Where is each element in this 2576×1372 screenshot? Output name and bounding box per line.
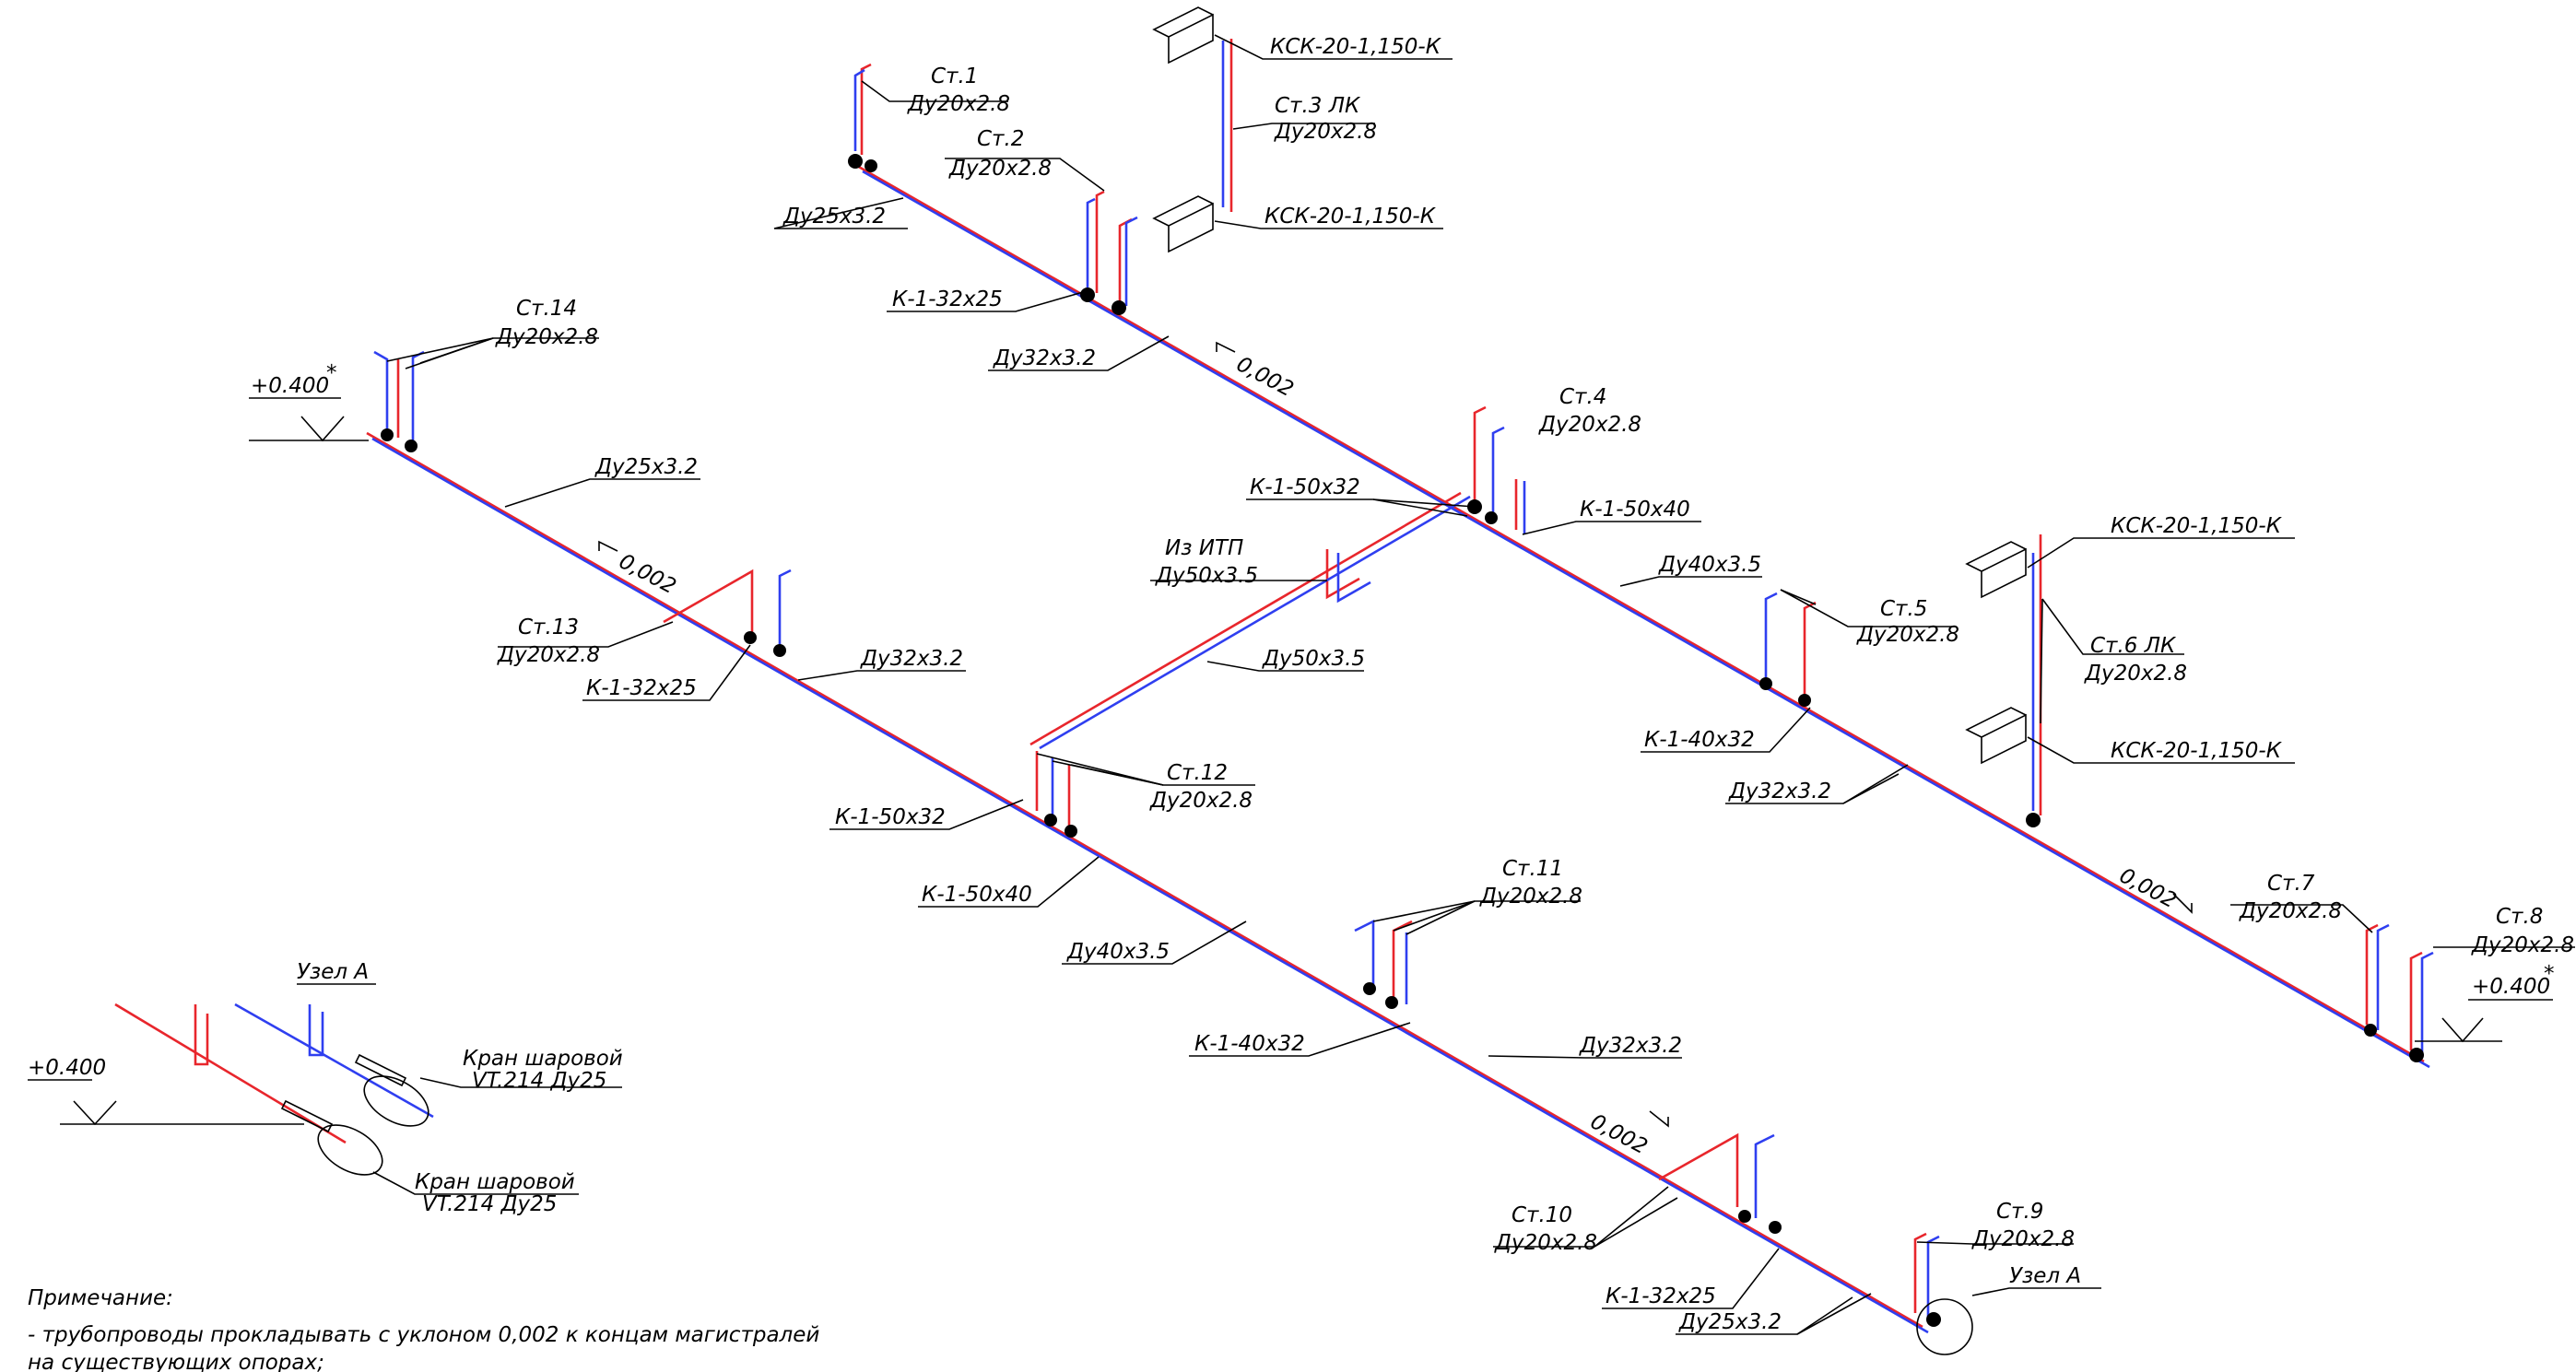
riser-st1-name: Ст.1 xyxy=(931,64,978,88)
riser-st6-dim: Ду20х2.8 xyxy=(2084,662,2187,686)
node-a-label: Узел А xyxy=(2009,1264,2081,1288)
convector-right2: КСК-20-1,150-К xyxy=(2111,739,2283,763)
riser-st8-name: Ст.8 xyxy=(2496,905,2543,929)
pipe-du25-left: Ду25х3.2 xyxy=(594,455,698,479)
valve1-line2: VT.214 Ду25 xyxy=(472,1069,606,1093)
pipe-k150x32-center: К-1-50х32 xyxy=(1250,475,1360,499)
pipe-du25-top: Ду25х3.2 xyxy=(782,205,886,229)
pipe-du50-center: Ду50х3.5 xyxy=(1262,647,1365,671)
riser-st14-name: Ст.14 xyxy=(516,297,577,321)
elevation-detail: +0.400 xyxy=(28,1056,106,1080)
riser-st5-name: Ст.5 xyxy=(1880,597,1927,621)
valve2-line2: VT.214 Ду25 xyxy=(422,1192,557,1216)
elevation-left-star: * xyxy=(326,361,337,385)
pipe-du32-lower: Ду32х3.2 xyxy=(1579,1034,1682,1058)
riser-st3-name: Ст.3 ЛК xyxy=(1275,94,1361,118)
riser-st9-dim: Ду20х2.8 xyxy=(1971,1227,2075,1251)
elevation-right: +0.400 xyxy=(2472,975,2550,999)
riser-st10-dim: Ду20х2.8 xyxy=(1494,1231,1597,1255)
convector-top2: КСК-20-1,150-К xyxy=(1264,205,1437,229)
pipe-k140-right: К-1-40х32 xyxy=(1644,728,1755,752)
elevation-right-star: * xyxy=(2544,962,2555,986)
pipe-k132-left: К-1-32х25 xyxy=(586,676,697,700)
labels: Ст.1 Ду20х2.8 Ст.2 Ду20х2.8 Ду25х3.2 К-1… xyxy=(28,35,2574,1372)
riser-st5-dim: Ду20х2.8 xyxy=(1856,623,1959,647)
riser-st7-name: Ст.7 xyxy=(2267,872,2315,896)
pipe-k150x32-lower: К-1-50х32 xyxy=(835,805,946,829)
riser-st13-name: Ст.13 xyxy=(518,616,579,639)
slope-top: 0,002 xyxy=(1232,352,1297,402)
riser-st11-dim: Ду20х2.8 xyxy=(1479,885,1582,909)
convector-top1: КСК-20-1,150-К xyxy=(1270,35,1442,59)
riser-st4-dim: Ду20х2.8 xyxy=(1538,413,1641,437)
pipe-du32-left: Ду32х3.2 xyxy=(860,647,963,671)
riser-st1-dim: Ду20х2.8 xyxy=(907,92,1010,116)
pipe-k150x40-lower: К-1-50х40 xyxy=(922,883,1032,907)
pipe-du32-top: Ду32х3.2 xyxy=(993,346,1096,370)
pipe-du25-bottom: Ду25х3.2 xyxy=(1678,1310,1782,1334)
pipe-du40-center: Ду40х3.5 xyxy=(1658,553,1761,577)
riser-st10-name: Ст.10 xyxy=(1511,1203,1572,1227)
riser-st11-name: Ст.11 xyxy=(1502,857,1563,881)
riser-st7-dim: Ду20х2.8 xyxy=(2239,899,2342,923)
note-title: Примечание: xyxy=(28,1286,173,1310)
riser-st13-dim: Ду20х2.8 xyxy=(497,643,600,667)
leader-lines xyxy=(249,34,2575,1355)
valves xyxy=(381,154,2424,1327)
riser-st3-dim: Ду20х2.8 xyxy=(1274,120,1377,144)
itp-line1: Из ИТП xyxy=(1165,536,1243,560)
riser-st6-name: Ст.6 ЛК xyxy=(2090,634,2177,658)
ball-valve-icon xyxy=(280,1053,429,1176)
note-line2: на существующих опорах; xyxy=(28,1351,324,1372)
riser-st8-dim: Ду20х2.8 xyxy=(2471,933,2574,957)
main-return-pipes xyxy=(371,170,2430,1334)
note-line1: - трубопроводы прокладывать с уклоном 0,… xyxy=(28,1323,819,1347)
riser-st2-name: Ст.2 xyxy=(977,127,1024,151)
pipe-k150x40-center: К-1-50х40 xyxy=(1580,498,1690,522)
riser-st12-name: Ст.12 xyxy=(1167,761,1228,785)
riser-st9-name: Ст.9 xyxy=(1996,1200,2043,1224)
elevation-left: +0.400 xyxy=(251,374,329,398)
pipe-du32-right: Ду32х3.2 xyxy=(1728,780,1831,803)
slope-left: 0,002 xyxy=(615,549,679,599)
pipe-k140-lower: К-1-40х32 xyxy=(1194,1032,1305,1056)
convectors xyxy=(1152,6,2027,765)
risers xyxy=(373,39,2434,1318)
valve1-line1: Кран шаровой xyxy=(463,1047,623,1071)
itp-line2: Ду50х3.5 xyxy=(1155,564,1258,588)
convector-right1: КСК-20-1,150-К xyxy=(2111,514,2283,538)
detail-title: Узел А xyxy=(297,960,369,984)
riser-st2-dim: Ду20х2.8 xyxy=(948,157,1052,181)
pipe-du40-lower: Ду40х3.5 xyxy=(1066,940,1170,964)
riser-st14-dim: Ду20х2.8 xyxy=(495,325,598,349)
pipe-k132-top: К-1-32х25 xyxy=(892,287,1003,311)
detail-node-a xyxy=(28,983,622,1195)
valve2-line1: Кран шаровой xyxy=(415,1170,575,1194)
pipe-k132-bottom: К-1-32х25 xyxy=(1606,1284,1716,1308)
riser-st4-name: Ст.4 xyxy=(1559,385,1606,409)
riser-st12-dim: Ду20х2.8 xyxy=(1149,789,1253,813)
